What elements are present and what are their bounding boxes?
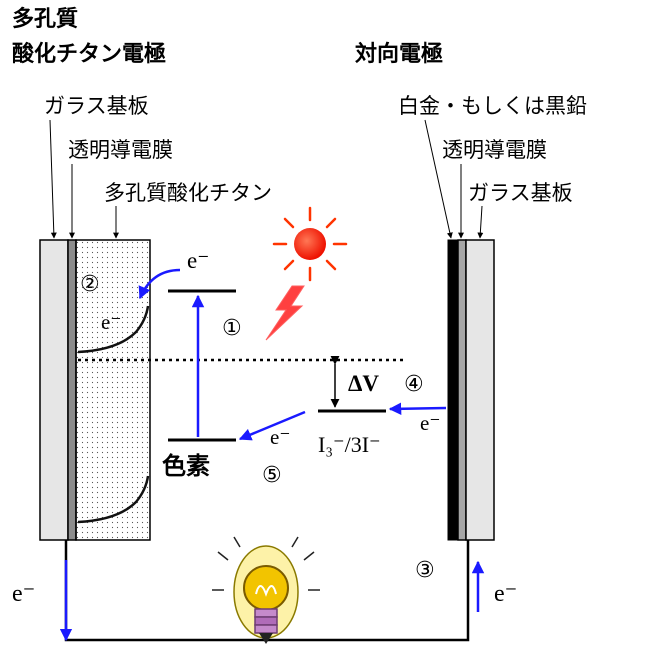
injection-arrow [138,268,181,300]
delta-v-label: ΔV [348,371,380,396]
step-4-marker: ④ [404,372,424,397]
right-electrode-title: 対向電極 [355,42,444,67]
porous-tio2-layer [75,239,151,541]
left-glass-label: ガラス基板 [44,94,149,118]
electron-label-outer-right: e⁻ [494,581,518,607]
tio2-label: 多孔質酸化チタン [104,181,272,205]
left-electrode-title-line1: 多孔質 [12,7,79,32]
right-tco-label: 透明導電膜 [442,138,547,162]
band-bending-curve-upper [77,305,150,354]
lightning-icon [265,285,305,341]
left-transparent-conductive-film [67,239,77,541]
counter-electrode-arrow [388,402,447,416]
dye-label: 色素 [162,452,210,480]
right-transparent-conductive-film [457,239,467,541]
electron-label-regeneration: e⁻ [270,425,291,449]
leader-catalyst [424,119,453,239]
electron-label-counter: e⁻ [420,411,441,435]
step-3-marker: ③ [415,558,435,583]
right-glass-label: ガラス基板 [468,181,573,205]
leader-left-glass [49,119,57,239]
band-bending-curve-lower [77,475,150,524]
left-glass-substrate [39,239,69,541]
redox-label: I₃⁻/3I⁻ [318,432,381,457]
dye-regeneration-arrow [238,410,306,441]
step-1-marker: ① [222,316,242,341]
electron-label-outer-left: e⁻ [12,581,36,607]
catalyst-label: 白金・もしくは黒鉛 [398,94,587,118]
right-glass-substrate [465,239,495,541]
leader-right-glass [477,205,484,239]
sun-icon [272,206,348,282]
light-bulb-icon [212,536,320,644]
left-tco-label: 透明導電膜 [68,138,173,162]
step-5-marker: ⑤ [262,463,282,488]
electron-label-injection: e⁻ [187,248,210,273]
platinum-graphite-layer [447,239,459,541]
left-electrode-title-line2: 酸化チタン電極 [12,42,167,67]
